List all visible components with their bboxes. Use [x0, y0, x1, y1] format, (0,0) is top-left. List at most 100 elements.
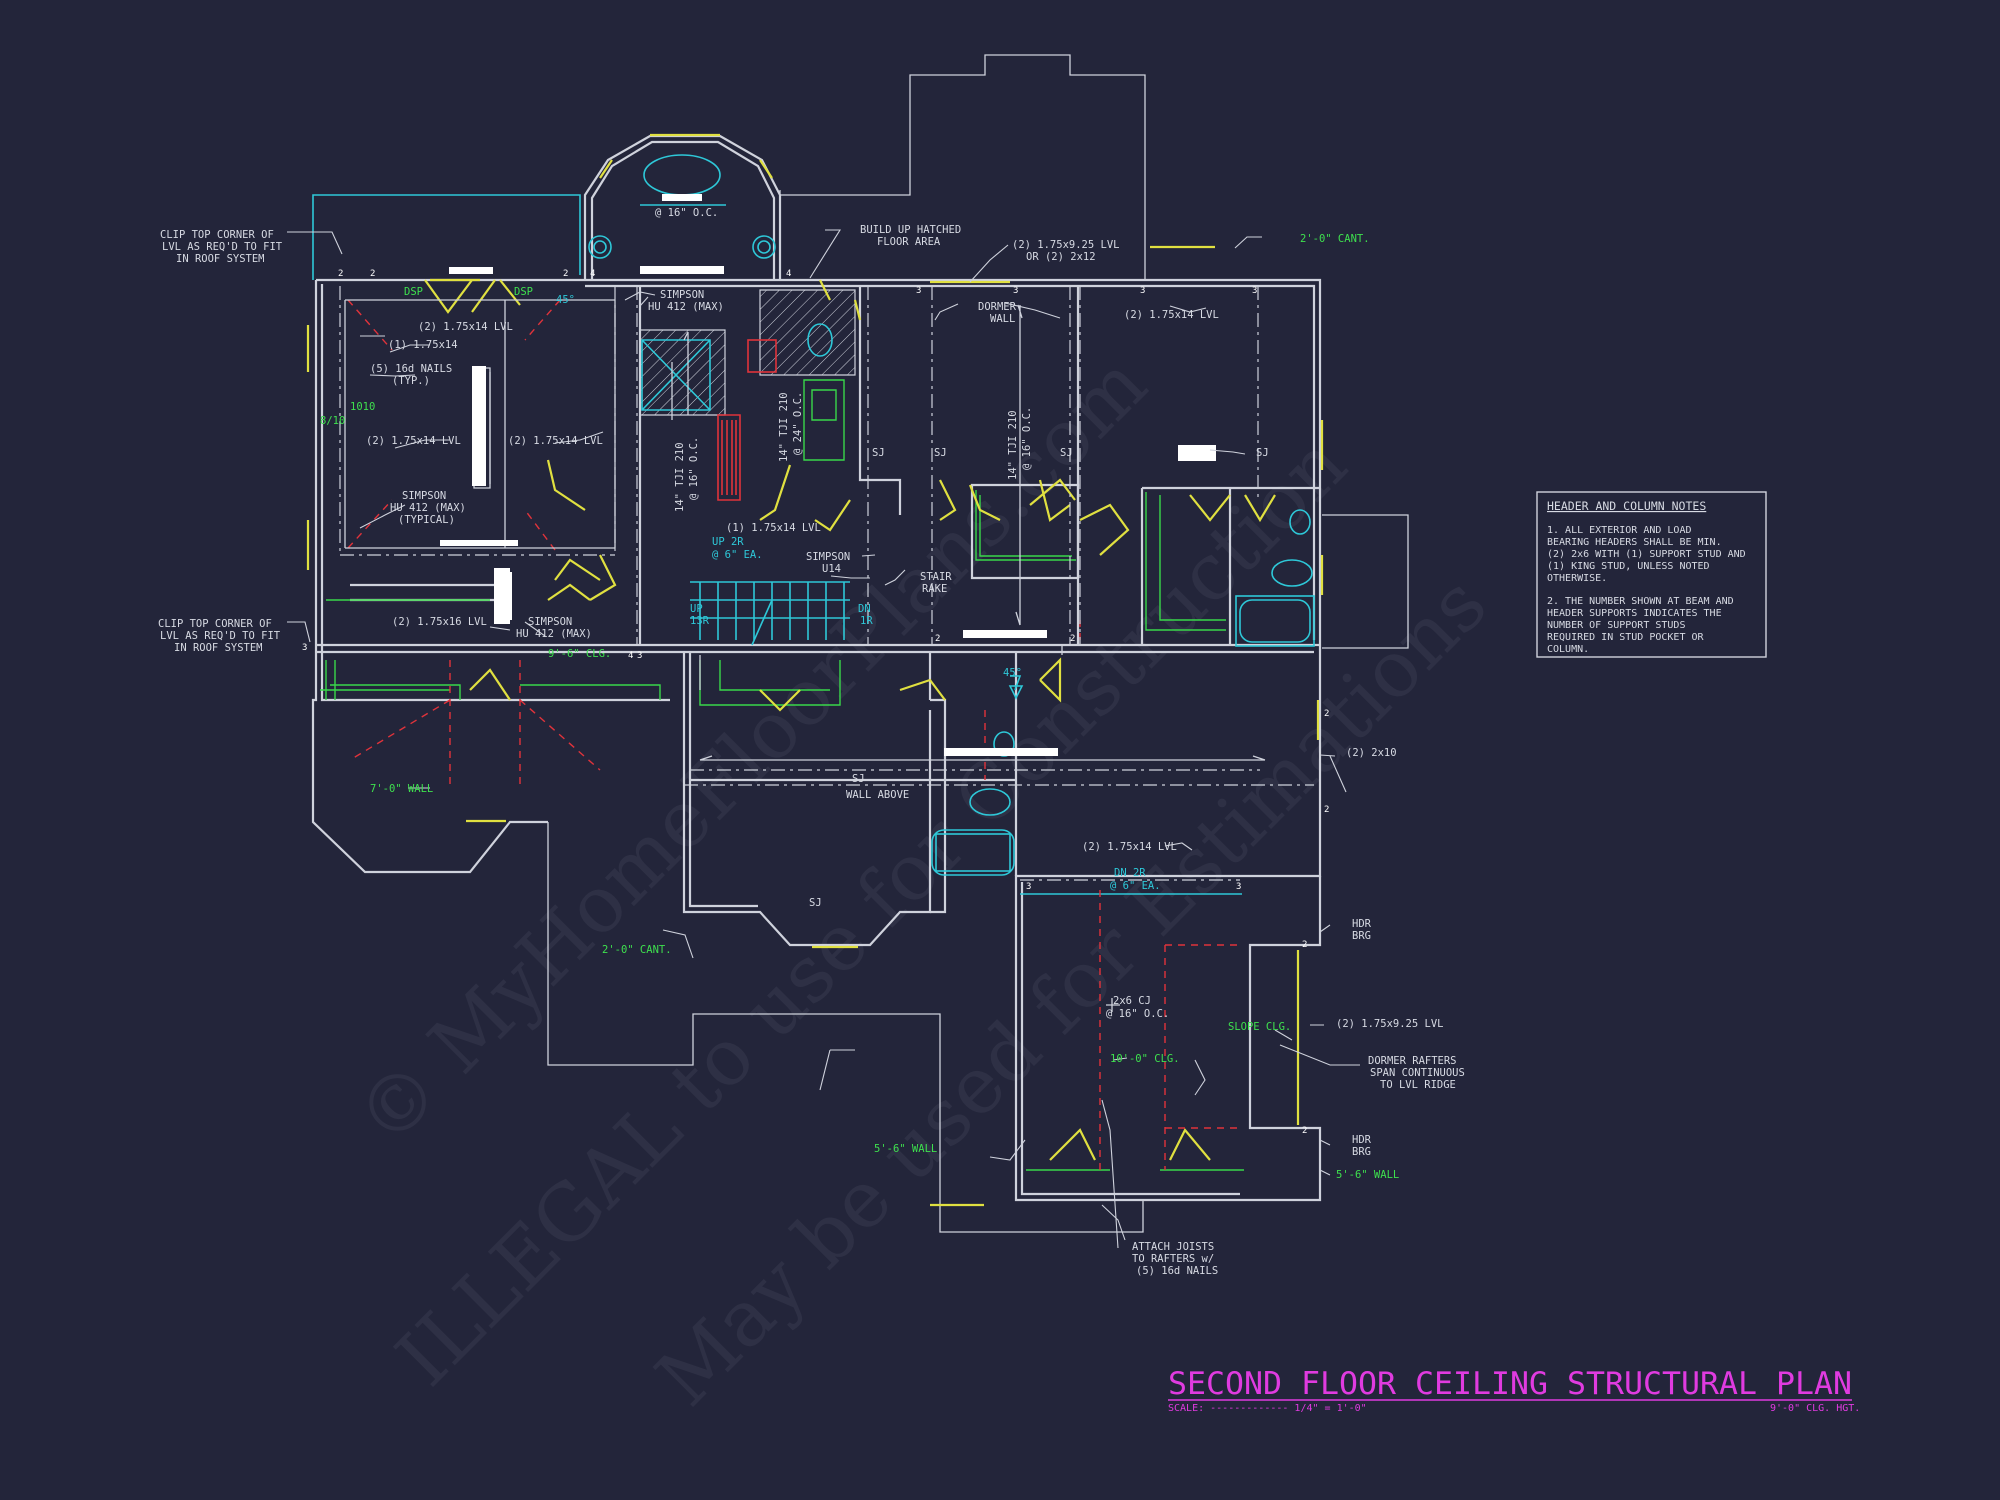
- mark: 3: [637, 651, 642, 661]
- green-cabinets: [320, 379, 1244, 1171]
- label-sj-wall-a: SJ: [852, 773, 865, 785]
- mark: 3: [1252, 286, 1257, 296]
- label-clip-1c: IN ROOF SYSTEM: [176, 253, 265, 265]
- label-attach-a: ATTACH JOISTS: [1132, 1241, 1214, 1253]
- header-bars: [440, 194, 1216, 756]
- label-lvl14-stair: (1) 1.75x14 LVL: [726, 522, 821, 534]
- label-sj-2: SJ: [934, 447, 947, 459]
- label-up2r-a: UP 2R: [712, 536, 744, 548]
- mark: 2: [1324, 805, 1329, 815]
- notes-line: BEARING HEADERS SHALL BE MIN.: [1547, 537, 1722, 548]
- label-tji-b1: 14" TJI 210: [778, 392, 790, 462]
- stud-marks: 2 2 2 4 4 4 3 3 3 3 3 2 2 2 2 3 3 2 2 3: [302, 269, 1329, 1136]
- label-simpson-top-b: HU 412 (MAX): [648, 301, 724, 313]
- plan-title: SECOND FLOOR CEILING STRUCTURAL PLAN: [1168, 1366, 1852, 1402]
- mark: 4: [590, 269, 595, 279]
- label-tji-a2: @ 16" O.C.: [688, 437, 700, 500]
- label-lvl14-lower: (2) 1.75x14 LVL: [1082, 841, 1177, 853]
- label-dormer-rafters-c: TO LVL RIDGE: [1380, 1079, 1456, 1091]
- label-clip-2a: CLIP TOP CORNER OF: [158, 618, 272, 630]
- label-clip-1a: CLIP TOP CORNER OF: [160, 229, 274, 241]
- mark: 2: [935, 634, 940, 644]
- label-lvl14-c: (2) 1.75x14 LVL: [508, 435, 603, 447]
- label-cj-a: 2x6 CJ: [1113, 995, 1151, 1007]
- label-build-up-b: FLOOR AREA: [877, 236, 941, 248]
- label-single-14: (1) 1.75x14: [388, 339, 458, 351]
- red-chase: [747, 339, 777, 373]
- label-lvl14-a: (2) 1.75x14 LVL: [418, 321, 513, 333]
- label-attach-b: TO RAFTERS w/: [1132, 1253, 1214, 1265]
- label-lvl925-top-b: OR (2) 2x12: [1026, 251, 1096, 263]
- plan-scale: SCALE: ------------- 1/4" = 1'-0": [1168, 1403, 1367, 1414]
- mark: 2: [1302, 940, 1307, 950]
- hatched-floor-area: [759, 289, 856, 376]
- label-clg-10: 10'-0" CLG.: [1110, 1053, 1180, 1065]
- notes-line: (2) 2x6 WITH (1) SUPPORT STUD AND: [1547, 549, 1746, 560]
- label-stair-rake-b: RAKE: [922, 583, 947, 595]
- label-dormer-rafters-b: SPAN CONTINUOUS: [1370, 1067, 1465, 1079]
- label-dormer-wall-b: WALL: [990, 313, 1015, 325]
- label-cant-bottom: 2'-0" CANT.: [602, 944, 672, 956]
- label-simpson-typ-a: SIMPSON: [402, 490, 446, 502]
- mark: 2: [1324, 709, 1329, 719]
- label-tji-a1: 14" TJI 210: [674, 442, 686, 512]
- label-2x10: (2) 2x10: [1346, 747, 1397, 759]
- label-lvl16: (2) 1.75x16 LVL: [392, 616, 487, 628]
- mark: 2: [338, 269, 343, 279]
- notes-title: HEADER AND COLUMN NOTES: [1547, 499, 1706, 513]
- label-sj-1: SJ: [872, 447, 885, 459]
- label-tji-c2: @ 16" O.C.: [1021, 407, 1033, 470]
- label-dn-a: DN: [858, 603, 871, 615]
- watermark: © MyHomeFloorPlans.com ILLEGAL to use fo…: [340, 339, 1504, 1423]
- label-45-b: 45°: [1003, 667, 1022, 679]
- plan-ceiling-height: 9'-0" CLG. HGT.: [1770, 1403, 1860, 1414]
- mark: 3: [1140, 286, 1145, 296]
- label-simpson-typ-b: HU 412 (MAX): [390, 502, 466, 514]
- mark: 3: [1013, 286, 1018, 296]
- rafter-lines: [344, 299, 1266, 1012]
- notes-line: 1. ALL EXTERIOR AND LOAD: [1547, 525, 1692, 536]
- label-hdr-brg-1a: HDR: [1352, 918, 1372, 930]
- label-simpson-mid-b: HU 412 (MAX): [516, 628, 592, 640]
- title-block: SECOND FLOOR CEILING STRUCTURAL PLAN SCA…: [1168, 1366, 1860, 1414]
- label-45-a: 45°: [556, 294, 575, 306]
- label-clip-2c: IN ROOF SYSTEM: [174, 642, 263, 654]
- mark: 2: [1302, 1126, 1307, 1136]
- header-column-notes: HEADER AND COLUMN NOTES 1. ALL EXTERIOR …: [1536, 491, 1767, 658]
- label-dn2r-a: DN 2R: [1114, 867, 1146, 879]
- notes-line: OTHERWISE.: [1547, 573, 1607, 584]
- label-red-tag: 1010: [350, 401, 375, 413]
- plan-labels: CLIP TOP CORNER OF LVL AS REQ'D TO FIT I…: [158, 207, 1465, 1277]
- hatched-floor-area-2: [639, 329, 726, 416]
- label-wall-7: 7'-0" WALL: [370, 783, 433, 795]
- label-clip-2b: LVL AS REQ'D TO FIT: [160, 630, 281, 642]
- label-up13r-a: UP: [690, 603, 703, 615]
- notes-line: HEADER SUPPORTS INDICATES THE: [1547, 608, 1722, 619]
- mark: 2: [370, 269, 375, 279]
- label-hdr-brg-2b: BRG: [1352, 1146, 1371, 1158]
- label-red-tag-2: 8/10: [320, 415, 345, 427]
- mark: 3: [916, 286, 921, 296]
- label-simpson-typ-c: (TYPICAL): [398, 514, 455, 526]
- label-lvl925-top-a: (2) 1.75x9.25 LVL: [1012, 239, 1119, 251]
- label-sj-wall-b: WALL ABOVE: [846, 789, 909, 801]
- notes-line: NUMBER OF SUPPORT STUDS: [1547, 620, 1685, 631]
- label-simpson-mid-a: SIMPSON: [528, 616, 572, 628]
- label-attach-c: (5) 16d NAILS: [1136, 1265, 1218, 1277]
- label-cj-b: @ 16" O.C.: [1106, 1008, 1169, 1020]
- label-simpson-u14-a: SIMPSON: [806, 551, 850, 563]
- label-dormer-rafters-a: DORMER RAFTERS: [1368, 1055, 1457, 1067]
- label-sj-3: SJ: [1060, 447, 1073, 459]
- mark: 3: [1026, 882, 1031, 892]
- red-stair-block: [717, 414, 741, 501]
- label-sj-4: SJ: [1256, 447, 1269, 459]
- label-tji-c1: 14" TJI 210: [1007, 410, 1019, 480]
- label-slope-clg: SLOPE CLG.: [1228, 1021, 1291, 1033]
- label-nails-b: (TYP.): [392, 375, 430, 387]
- label-hdr-brg-2a: HDR: [1352, 1134, 1372, 1146]
- label-clg-96: 9'-6" CLG.: [548, 648, 611, 660]
- label-nails-a: (5) 16d NAILS: [370, 363, 452, 375]
- label-lvl925-right: (2) 1.75x9.25 LVL: [1336, 1018, 1443, 1030]
- label-up13r-b: 13R: [690, 615, 710, 627]
- label-cant-top: 2'-0" CANT.: [1300, 233, 1370, 245]
